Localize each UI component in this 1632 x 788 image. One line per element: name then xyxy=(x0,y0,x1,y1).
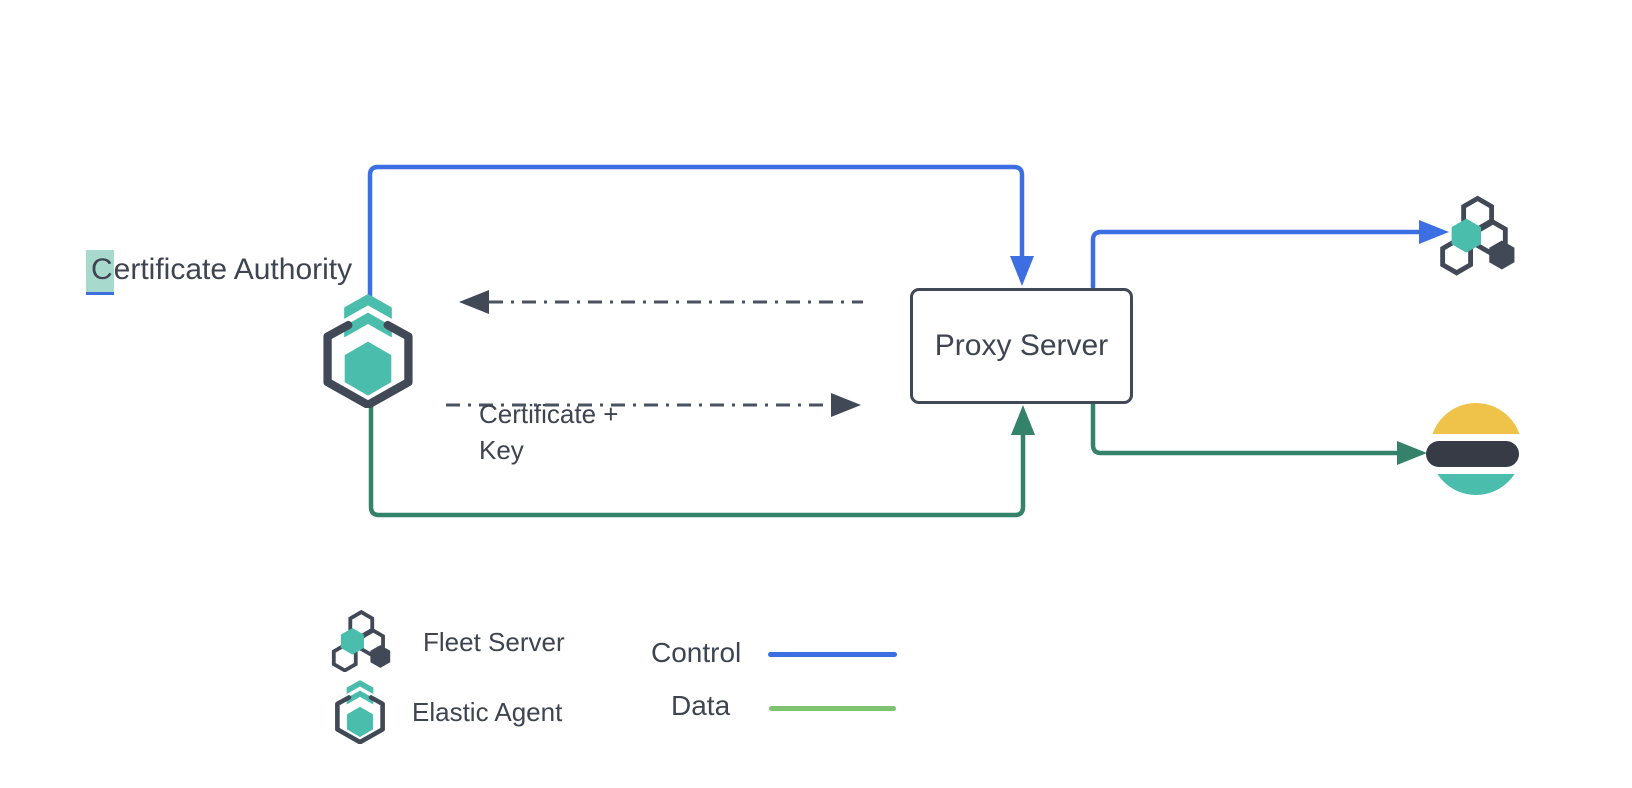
control-edge-agent-proxy xyxy=(367,164,1034,302)
certificate-authority-label: Certificate Authority xyxy=(86,250,353,295)
data-edge-proxy-elasticsearch xyxy=(1090,401,1427,465)
fleet-server-node xyxy=(1440,195,1515,276)
elastic-teal-band xyxy=(1430,474,1522,495)
hexagon-bracket xyxy=(323,320,413,408)
elastic-yellow-band xyxy=(1430,403,1522,434)
hexagon xyxy=(344,341,392,396)
certificate-key-line1: Certificate + xyxy=(479,399,619,429)
cert-delivery-edge xyxy=(446,393,861,417)
proxy-server-label: Proxy Server xyxy=(934,329,1109,362)
hexagon xyxy=(1451,218,1482,253)
legend-item-elastic-agent: Elastic Agent xyxy=(412,697,563,727)
legend-control-label: Control xyxy=(651,637,742,668)
chevron-up-icon xyxy=(344,312,392,338)
chevron-up-icon xyxy=(346,680,374,695)
chevron-up-icon xyxy=(346,690,374,705)
highlighted-letter: C xyxy=(86,250,114,295)
legend-item-fleet-server: Fleet Server xyxy=(423,627,565,657)
hexagon xyxy=(340,627,364,655)
certificate-key-label: Certificate + Key xyxy=(479,396,618,468)
arrowhead-right-icon xyxy=(1419,220,1449,244)
certificate-authority-text: ertificate Authority xyxy=(113,253,353,286)
arrowhead-left-icon xyxy=(459,290,489,314)
hexagon xyxy=(1489,240,1515,270)
arrowhead-down-icon xyxy=(1010,256,1034,286)
fleet-server-icon xyxy=(331,609,391,672)
data-line-swatch xyxy=(769,706,896,711)
arrowhead-up-icon xyxy=(1011,405,1035,435)
arrowhead-right-icon xyxy=(831,393,861,417)
control-line-swatch xyxy=(768,652,897,657)
proxy-server-node: Proxy Server xyxy=(910,288,1133,404)
data-edge-agent-proxy xyxy=(368,401,1035,518)
arrowhead-right-icon xyxy=(1397,441,1427,465)
hexagon xyxy=(346,706,374,737)
elastic-agent-node xyxy=(323,294,413,408)
fleet-server-icon xyxy=(1440,195,1515,276)
elastic-dark-band xyxy=(1426,441,1519,467)
cert-request-edge xyxy=(459,290,863,314)
elastic-agent-icon xyxy=(323,294,413,408)
elastic-agent-icon xyxy=(335,680,385,744)
elasticsearch-logo xyxy=(1426,403,1522,495)
chevron-up-icon xyxy=(344,294,392,319)
hexagon-bracket xyxy=(335,695,385,744)
legend-data-label: Data xyxy=(671,690,731,721)
control-edge-proxy-fleet xyxy=(1090,220,1449,290)
elasticsearch-node xyxy=(1426,403,1522,495)
certificate-key-line2: Key xyxy=(479,435,524,465)
hexagon xyxy=(370,645,391,668)
